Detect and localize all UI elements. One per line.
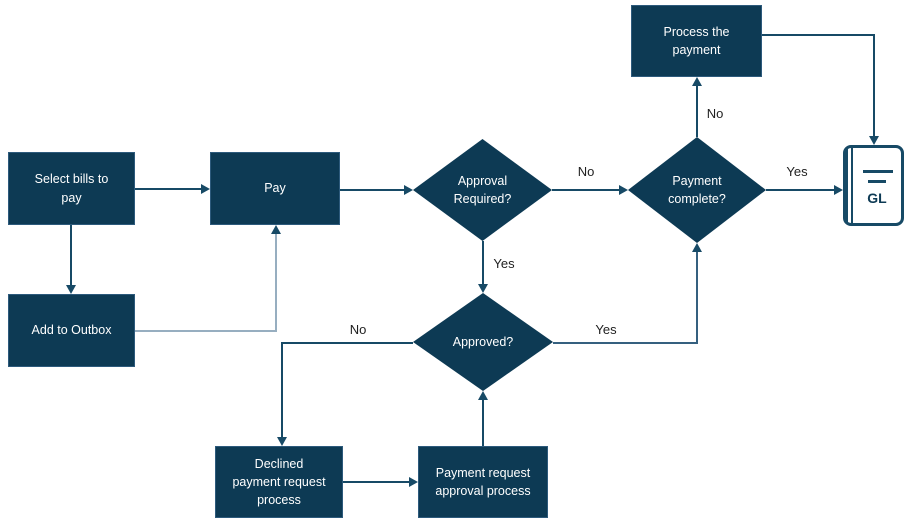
edge-payment-complete-yes-line: [766, 189, 834, 191]
edge-outbox-to-pay-vline: [275, 234, 277, 332]
edge-label-approval-required-no: No: [577, 164, 595, 179]
edge-label-approved-no: No: [349, 322, 367, 337]
arrowhead-process-to-gl: [869, 136, 879, 145]
arrowhead-select-bills-to-outbox: [66, 285, 76, 294]
node-process-the-payment: Process the payment: [631, 5, 762, 77]
edge-select-bills-to-pay-line: [135, 188, 202, 190]
general-ledger-book-icon: GL: [843, 145, 904, 226]
arrowhead-approved-yes: [692, 243, 702, 252]
edge-pay-to-approval-required-line: [340, 189, 405, 191]
arrowhead-approval-required-no: [619, 185, 628, 195]
gl-book-spine-line-1: [846, 148, 848, 223]
node-declined-payment-request-process: Declined payment request process: [215, 446, 343, 518]
node-select-bills-to-pay: Select bills to pay: [8, 152, 135, 225]
node-payment-request-approval-process: Payment request approval process: [418, 446, 548, 518]
edge-approved-yes-vline: [696, 252, 698, 344]
arrowhead-outbox-to-pay: [271, 225, 281, 234]
edge-declined-to-approval-process-line: [343, 481, 409, 483]
edge-process-to-gl-vline: [873, 34, 875, 136]
arrowhead-approved-no: [277, 437, 287, 446]
gl-book-text-line-2: [868, 180, 886, 183]
gl-book-text-line-1: [863, 170, 893, 173]
edge-select-bills-to-outbox-line: [70, 225, 72, 286]
arrowhead-approval-required-yes: [478, 284, 488, 293]
node-add-to-outbox: Add to Outbox: [8, 294, 135, 367]
decision-approval-required: Approval Required?: [413, 139, 552, 241]
edge-approval-process-to-approved-line: [482, 400, 484, 446]
edge-approval-required-yes-line: [482, 241, 484, 285]
decision-approved: Approved?: [413, 293, 553, 391]
edge-label-approval-required-yes: Yes: [493, 256, 515, 271]
edge-label-payment-complete-yes: Yes: [786, 164, 808, 179]
arrowhead-pay-to-approval-required: [404, 185, 413, 195]
edge-label-approved-yes: Yes: [595, 322, 617, 337]
arrowhead-declined-to-approval-process: [409, 477, 418, 487]
arrowhead-payment-complete-no: [692, 77, 702, 86]
gl-book-spine-line-2: [851, 148, 853, 223]
arrowhead-payment-complete-yes: [834, 185, 843, 195]
arrowhead-approval-process-to-approved: [478, 391, 488, 400]
arrowhead-select-bills-to-pay: [201, 184, 210, 194]
node-pay: Pay: [210, 152, 340, 225]
edge-approval-required-no-line: [552, 189, 620, 191]
gl-label: GL: [867, 190, 887, 206]
edge-approved-yes-hline: [553, 342, 698, 344]
edge-label-payment-complete-no: No: [706, 106, 724, 121]
edge-outbox-to-pay-hline: [135, 330, 277, 332]
edge-approved-no-hline: [281, 342, 413, 344]
decision-payment-complete: Payment complete?: [628, 137, 766, 243]
edge-payment-complete-no-line: [696, 86, 698, 137]
edge-approved-no-vline: [281, 344, 283, 438]
edge-process-to-gl-hline: [762, 34, 875, 36]
